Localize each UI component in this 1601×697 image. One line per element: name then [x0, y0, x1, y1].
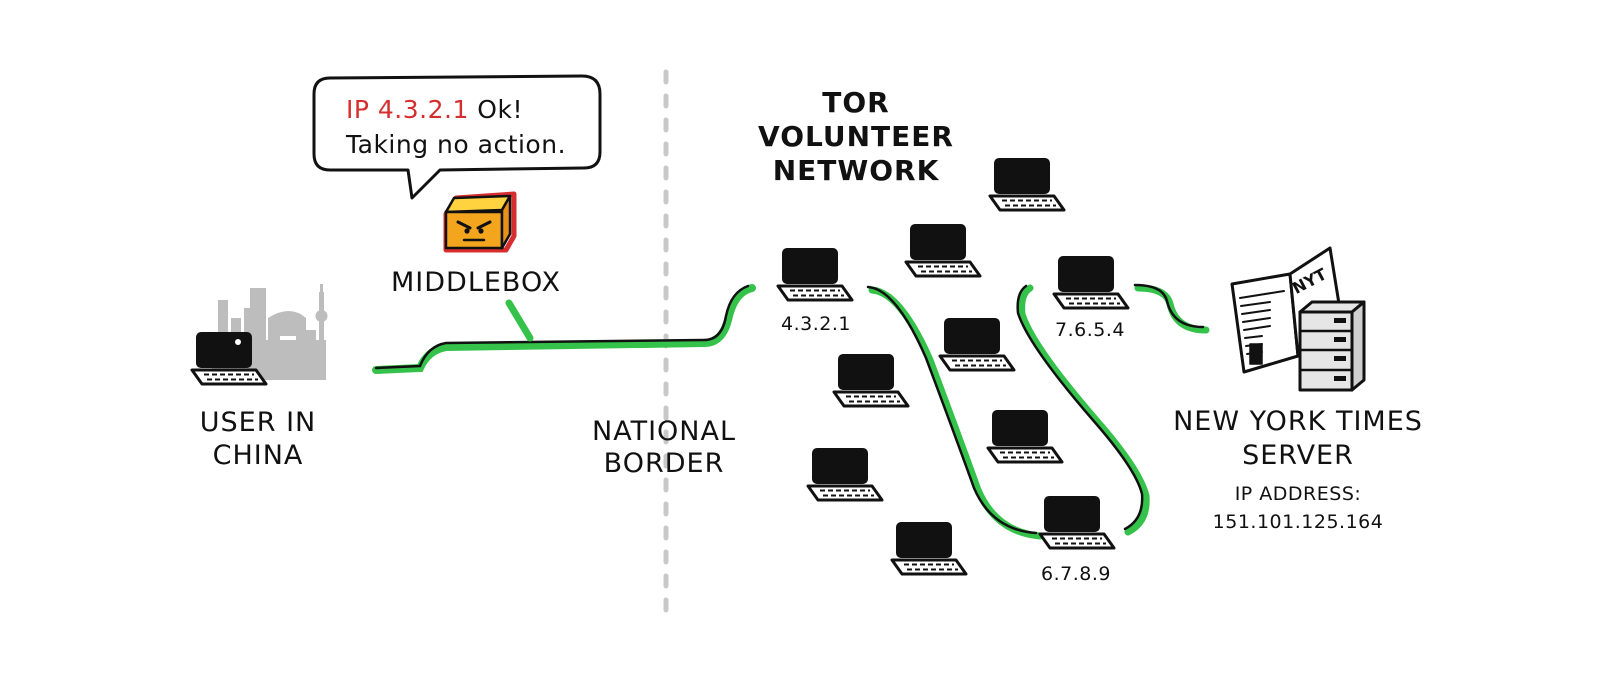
- speech-bubble-ip: IP 4.3.2.1: [346, 95, 469, 124]
- entry-relay-laptop-icon: [776, 246, 854, 302]
- tor-relay-laptop-icon: [938, 316, 1016, 372]
- tor-title-line1: TOR: [822, 86, 889, 119]
- tor-relay-laptop-icon: [986, 408, 1064, 464]
- tor-relay-laptop-icon: [904, 222, 982, 278]
- border-label-line2: BORDER: [604, 448, 725, 479]
- user-laptop-icon: [190, 330, 268, 386]
- newspaper-server-icon: NYT: [1230, 246, 1366, 392]
- user-label-line2: CHINA: [213, 440, 304, 471]
- server-label-line2: SERVER: [1242, 440, 1354, 471]
- tor-relay-laptop-icon: [832, 352, 910, 408]
- tor-relay-laptop-icon: [890, 520, 968, 576]
- middle-relay-laptop-icon: [1038, 494, 1116, 550]
- speech-bubble-line1: IP 4.3.2.1 Ok!: [346, 95, 523, 124]
- path-user-to-entry: [372, 284, 756, 374]
- speech-bubble-ok: Ok!: [469, 95, 523, 124]
- middlebox-label: MIDDLEBOX: [391, 267, 561, 298]
- tor-relay-laptop-icon: [806, 446, 884, 502]
- speech-bubble: IP 4.3.2.1 Ok! Taking no action.: [312, 74, 602, 200]
- middlebox-tap-line: [505, 299, 534, 342]
- border-label-line1: NATIONAL: [592, 416, 736, 447]
- tor-title-line3: NETWORK: [773, 154, 940, 187]
- tor-title-line2: VOLUNTEER: [758, 120, 954, 153]
- path-middle-to-exit: [1016, 284, 1150, 536]
- entry-relay-ip: 4.3.2.1: [781, 313, 851, 335]
- angry-box-icon: [443, 191, 517, 253]
- exit-relay-ip: 7.6.5.4: [1055, 319, 1125, 341]
- user-label-line1: USER IN: [200, 407, 316, 438]
- path-entry-to-middle: [866, 285, 1044, 540]
- speech-bubble-line2: Taking no action.: [345, 130, 566, 159]
- tor-relay-laptop-icon: [988, 156, 1066, 212]
- server-ip-label: IP ADDRESS:: [1235, 483, 1362, 505]
- server-label-line1: NEW YORK TIMES: [1173, 406, 1423, 437]
- exit-relay-laptop-icon: [1052, 254, 1130, 310]
- path-exit-to-server: [1133, 283, 1210, 334]
- middle-relay-ip: 6.7.8.9: [1041, 563, 1111, 585]
- server-ip-value: 151.101.125.164: [1213, 511, 1384, 533]
